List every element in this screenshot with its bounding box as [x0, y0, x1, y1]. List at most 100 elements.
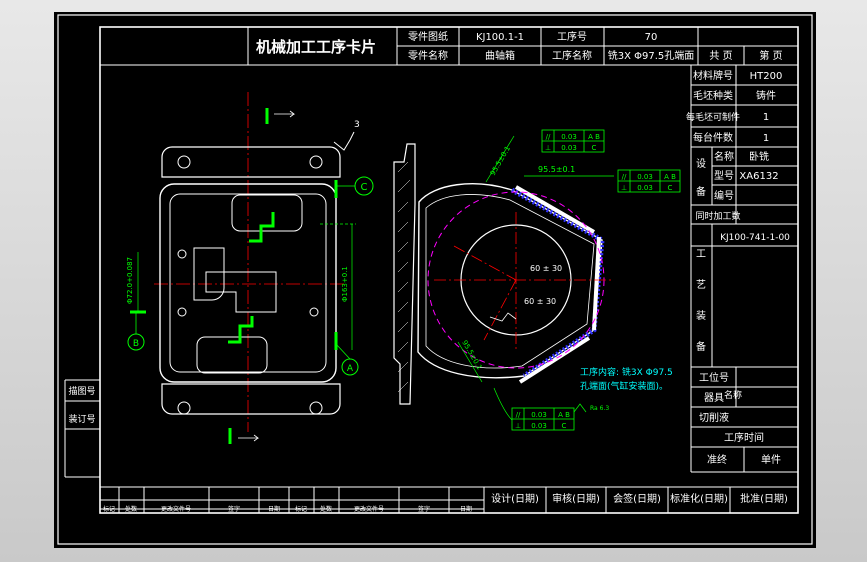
eq-no-label: 编号: [714, 189, 734, 202]
tol-frame-right: // 0.03 A B ⊥ 0.03 C: [617, 169, 681, 193]
dim-95-diag: 95.5±0.1: [489, 145, 512, 177]
body-outline: [159, 183, 337, 383]
part-name: 曲轴箱: [485, 49, 515, 62]
tol1-ref-c: A B: [558, 411, 570, 419]
tol2-val-b: 0.03: [637, 184, 653, 192]
op-name-label: 工序名称: [552, 49, 592, 62]
rev-col-5: 标记: [295, 505, 307, 513]
work-content-2: 孔端面(气缸安装面)。: [580, 380, 668, 392]
simultaneous-label: 同时加工数: [695, 210, 740, 222]
machined-face-bottom: [518, 336, 591, 384]
hole-tl: [177, 155, 191, 169]
left-margin-grid: [64, 379, 100, 478]
arrow-top: [274, 110, 296, 118]
total-pages: 共 页: [709, 50, 732, 62]
dim-955: 95.5±0.1: [538, 165, 575, 174]
eq-model-value: XA6132: [739, 171, 778, 182]
eq-name-label: 名称: [714, 150, 734, 163]
rev-col-1: 处数: [125, 505, 137, 513]
bolt-holes: [177, 155, 323, 415]
pocket-top: [231, 194, 303, 232]
support-arrows: [238, 110, 296, 442]
blank-value: 铸件: [756, 89, 776, 102]
material-value: HT200: [750, 71, 783, 82]
time-label: 工序时间: [724, 431, 764, 444]
wall-section: [393, 143, 416, 405]
tol2-sym-a: ⊥: [545, 144, 551, 152]
hole-br: [309, 401, 323, 415]
top-flange: [161, 146, 341, 178]
tol1-sym-a: //: [546, 133, 551, 141]
tol1-ref-a: A B: [588, 133, 600, 141]
machined-face-top: [515, 185, 595, 234]
op-no-label: 工序号: [557, 30, 587, 43]
hole-bl: [177, 401, 191, 415]
hole-ml2: [177, 307, 187, 317]
arrow-bottom: [238, 434, 260, 442]
page-no: 第 页: [759, 49, 782, 62]
process-label-3: 备: [696, 340, 706, 353]
dim-diag-top: [485, 135, 515, 183]
rev-col-7: 更改文件号: [354, 505, 384, 513]
rev-col-3: 签字: [228, 505, 240, 513]
pocket-bottom: [196, 336, 268, 374]
tol-frame-bottom: // 0.03 A B ⊥ 0.03 C: [511, 407, 575, 431]
tol1-val-b: 0.03: [637, 173, 653, 181]
trace-label: 描图号: [68, 385, 95, 397]
op-name: 铣3X Φ97.5孔端面: [608, 49, 695, 62]
dim-diag-bottom: [457, 341, 483, 383]
cl-d1: [453, 245, 517, 281]
clamp-bottom: [228, 316, 254, 344]
part-drawing-no: KJ100.1-1: [476, 32, 524, 43]
angle-1: 60 ± 30: [530, 264, 562, 273]
drawing-canvas: 机械加工工序卡片 零件图纸 KJ100.1-1 工序号 70 零件名称 曲轴箱 …: [57, 14, 813, 545]
cutting-fluid-label: 切削液: [699, 411, 729, 424]
per-machine-value: 1: [763, 133, 769, 144]
tol2-sym-b: ⊥: [621, 184, 627, 192]
unit-label: 单件: [761, 454, 781, 466]
section-mark-label: 3: [354, 120, 360, 130]
rev-col-9: 日期: [460, 505, 472, 513]
equipment-label-2: 备: [696, 185, 706, 198]
tol1-sym-c: //: [516, 411, 521, 419]
rev-col-6: 处数: [320, 505, 332, 513]
tol2-val-a: 0.03: [561, 144, 577, 152]
sign-design: 设计(日期): [491, 492, 539, 505]
roughness: Ra 6.3: [590, 405, 609, 412]
rev-col-2: 更改文件号: [161, 505, 191, 513]
prep-label: 准终: [707, 453, 727, 466]
cl-d2: [483, 279, 517, 341]
hole-ml: [177, 249, 187, 259]
part-name-label: 零件名称: [408, 49, 448, 62]
right-view: 60 ± 30 60 ± 30 95.5±0.1 95.5±0.1 95.5±0…: [393, 129, 681, 431]
body-inner: [169, 193, 327, 373]
part-drawing-label: 零件图纸: [408, 30, 448, 43]
section-mark: [333, 131, 355, 151]
sign-approve: 批准(日期): [740, 492, 788, 505]
eq-model-label: 型号: [714, 169, 734, 182]
work-content-1: 工序内容: 铣3X Φ97.5: [580, 366, 673, 378]
card-title: 机械加工工序卡片: [256, 38, 376, 56]
clamp-symbols: [130, 108, 338, 444]
datum-a-leader: [335, 343, 351, 360]
machined-face-right: [592, 236, 601, 331]
tol1-val-a: 0.03: [561, 133, 577, 141]
datum-b: B: [133, 339, 139, 349]
sign-countersign: 会签(日期): [613, 492, 661, 505]
dim-left: Φ72.0+0.087: [126, 257, 134, 304]
parts-per-blank-value: 1: [763, 112, 769, 123]
fixture-no-label: 工位号: [699, 371, 729, 384]
revision-headers: 标记 处数 更改文件号 签字 日期 标记 处数 更改文件号 签字 日期: [103, 505, 472, 513]
tol2-sym-c: ⊥: [515, 422, 521, 430]
angle-2: 60 ± 30: [524, 297, 556, 306]
bottom-flange: [161, 383, 341, 415]
material-label: 材料牌号: [693, 69, 733, 82]
datum-c: C: [361, 182, 368, 193]
header-grid: [100, 27, 798, 66]
process-label-1: 艺: [696, 279, 706, 291]
section-hatch: [510, 187, 605, 379]
tol-leader-bottom: [493, 387, 513, 421]
hole-mr: [309, 307, 319, 317]
wall-hatch: [397, 161, 411, 393]
